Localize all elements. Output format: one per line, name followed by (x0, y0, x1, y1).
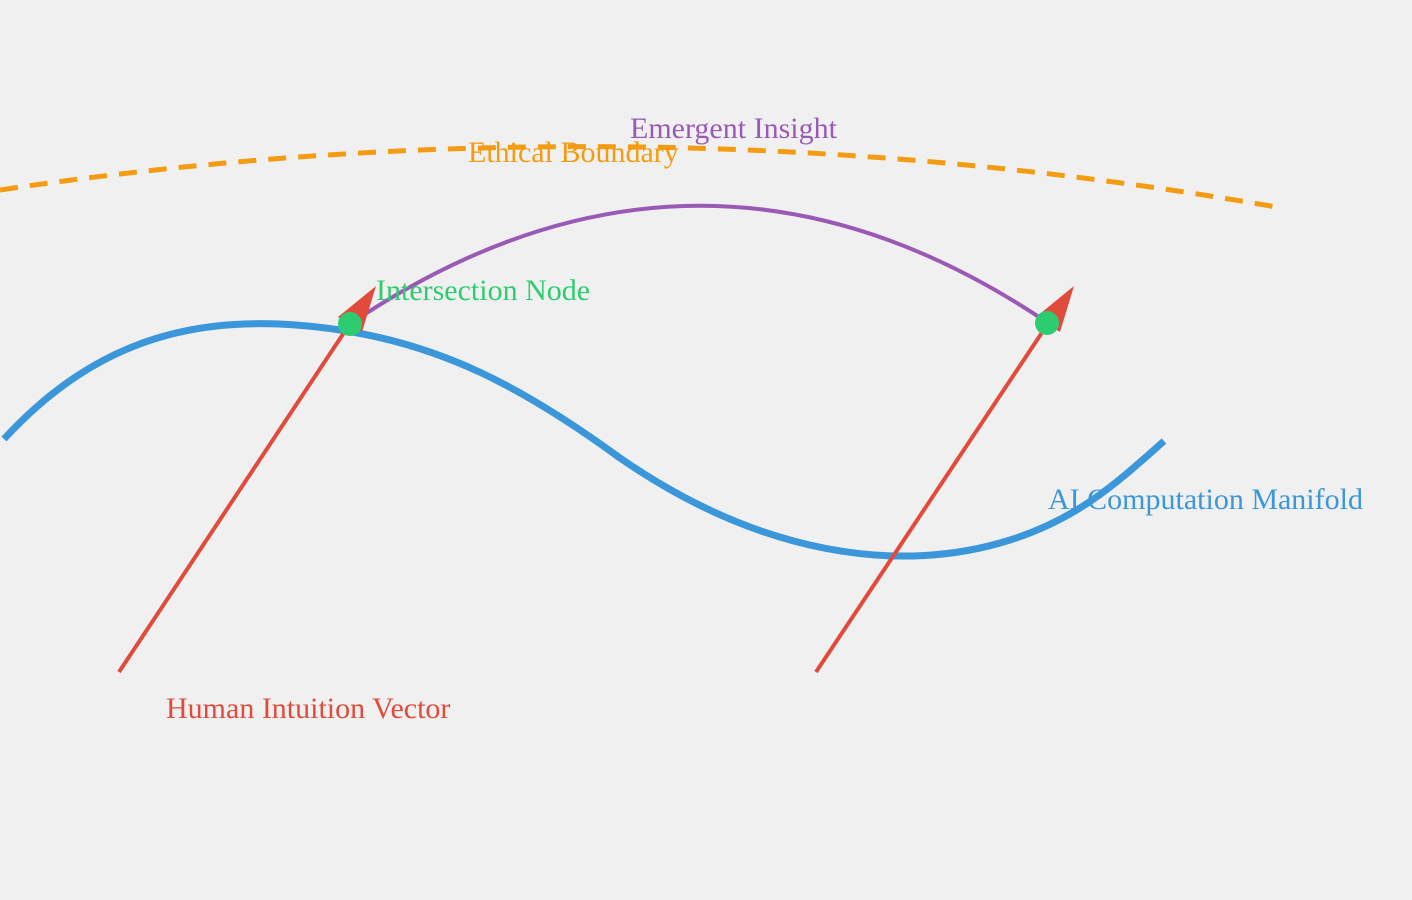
emergent-insight-curve (348, 203, 1050, 326)
ethical-boundary-label: Ethical Boundary (468, 136, 679, 169)
emergent-insight-label: Emergent Insight (630, 112, 838, 145)
ethical-boundary-curve (0, 144, 1283, 211)
human-intuition-vector-label: Human Intuition Vector (166, 692, 450, 725)
ai-computation-manifold-curve (1, 320, 1167, 560)
human-intuition-vector-1 (117, 311, 359, 674)
intersection-node-2 (1035, 311, 1059, 335)
ai-computation-manifold-label: AI Computation Manifold (1048, 483, 1363, 516)
human-intuition-vector-2 (814, 311, 1057, 674)
intersection-node-1 (338, 312, 362, 336)
intersection-node-label: Intersection Node (376, 274, 590, 307)
